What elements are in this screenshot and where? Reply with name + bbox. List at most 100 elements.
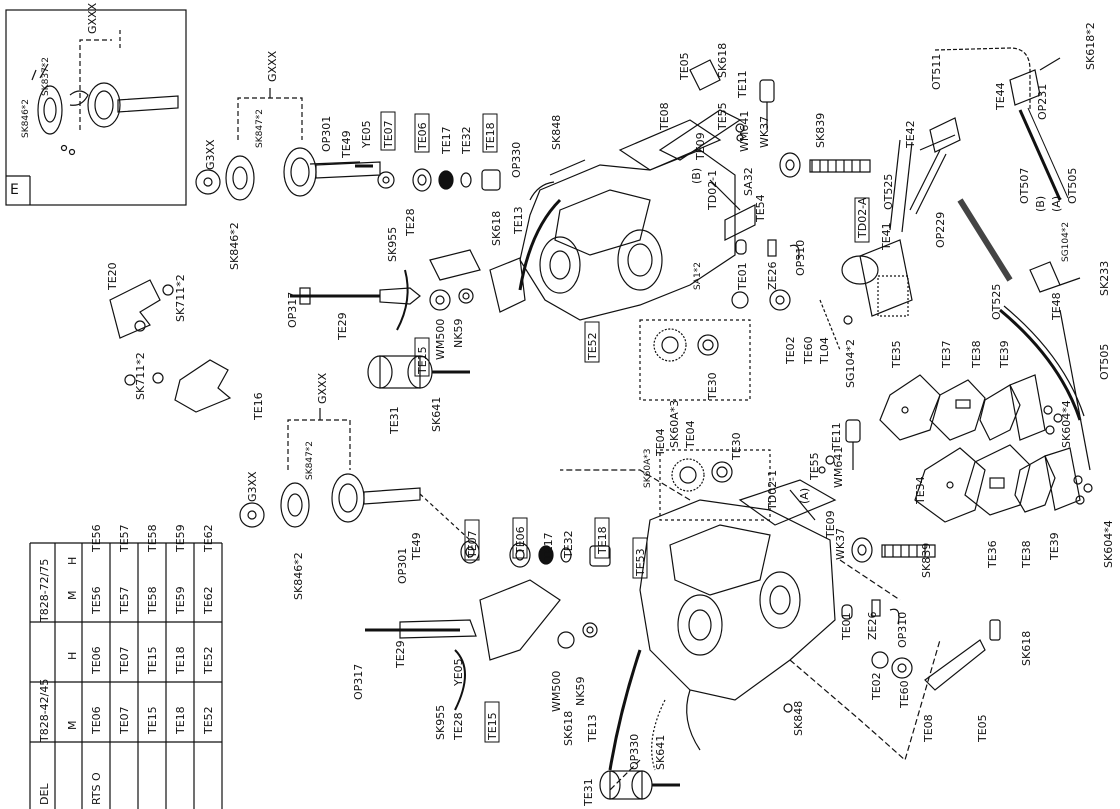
label-te05-lower: TE05 [976,714,989,743]
table-header-1: T828-42/45 [38,679,51,743]
lower-right-parts [783,419,1001,713]
label-sa11: SA1*2 [693,262,703,290]
label-tl04: TL04 [818,337,831,365]
table-cell: TE59 [174,524,187,553]
te29-lower [365,579,642,771]
label-te31-upper: TE31 [388,406,401,435]
table-cell: TE18 [174,646,187,675]
label-te06-upper: TE06 [416,122,429,151]
label-te08-lower: TE08 [922,714,935,743]
label-sk604-b: SK604*4 [1102,520,1115,568]
right-cables [934,47,1091,471]
label-op301-lower: OP301 [396,548,409,584]
label-te07-lower: TE07 [466,530,479,559]
table-header-2: T828-72/75 [38,559,51,623]
label-te31-lower: TE31 [582,778,595,807]
label-sk847-lower: SK847*2 [305,441,315,480]
label-te01-upper: TE01 [736,262,749,291]
label-op310-upper: OP310 [794,240,807,276]
label-wk37-upper: WK37 [758,116,771,148]
table-row-label-top: DEL [38,783,51,805]
gears-upper [639,319,751,401]
lower-parts-row [419,493,611,568]
label-op317-upper: OP317 [286,292,299,328]
label-sk955-upper: SK955 [386,227,399,262]
table-cell: TE57 [118,586,131,615]
upper-right-parts [658,59,871,311]
label-sk604-a: SK604*4 [1060,400,1073,448]
inset-part-1: SK846*2 [21,99,31,138]
label-ot525-upper: OT525 [882,174,895,210]
label-gxxx-lower: GXXX [316,372,329,404]
label-te13-lower: TE13 [586,714,599,743]
label-g3xx-lower: G3XX [246,471,259,502]
plate-te20 [109,279,174,339]
label-nk59-upper: NK59 [452,319,465,348]
label-sk839-lower: SK839 [920,543,933,578]
label-te06-lower: TE06 [514,526,527,555]
label-ot511: OT511 [930,54,943,90]
table-sub-3: M [66,591,79,601]
label-te53: TE53 [634,548,647,577]
label-sk618b-lower: SK618 [1020,631,1033,666]
label-te30-upper: TE30 [706,372,719,401]
label-sk60a-upper: SK60A*3 [668,400,681,448]
label-td021-upper: TD02-1 [706,170,719,211]
label-sk955-lower: SK955 [434,705,447,740]
label-te05-upper: TE05 [678,52,691,81]
label-sk839-upper: SK839 [814,113,827,148]
table-row-label-bottom: RTS O [90,772,103,805]
label-a-lower: (A) [798,488,811,504]
label-g3xx-upper: G3XX [204,139,217,170]
label-te11-lower: TE11 [830,422,843,451]
label-te38-b: TE38 [1020,540,1033,569]
label-te38: TE38 [970,340,983,369]
label-te20: TE20 [106,262,119,291]
label-te34: TE34 [914,476,927,505]
label-te32-upper: TE32 [460,126,473,155]
label-te32-lower: TE32 [562,530,575,559]
td02a-assembly [819,139,913,351]
label-sg104-right: SG104*2 [1061,222,1071,262]
inset-part-2: SK837*2 [41,57,51,96]
table-cell: TE07 [118,706,131,735]
label-te17-lower: TE17 [542,532,555,561]
table-cell: TE58 [146,524,159,553]
label-b-upper: (B) [690,168,703,184]
housing-te53 [639,479,837,771]
label-sk233: SK233 [1098,261,1111,296]
label-te54: TE54 [754,194,767,223]
label-sk60a-lower: SK60A*3 [643,449,653,488]
label-wm500-lower: WM500 [550,671,563,712]
table-sub-1: M [66,721,79,731]
label-sk618b-upper: SK618 [716,43,729,78]
label-te15-upper: TE15 [416,346,429,375]
label-sk847-upper: SK847*2 [255,109,265,148]
label-te37: TE37 [940,340,953,369]
label-op317-lower: OP317 [352,664,365,700]
label-te48: TE48 [1050,292,1063,321]
label-sk641-lower: SK641 [654,735,667,770]
label-sk848-lower: SK848 [792,701,805,736]
label-te09-lower: TE09 [824,510,837,539]
label-sk618-lower: SK618 [562,711,575,746]
label-te28-lower: TE28 [452,712,465,741]
label-wm641-lower: WM641 [832,447,845,488]
hook-assembly-lower [239,408,421,528]
te42-assembly [909,117,961,215]
table-cell: TE52 [202,646,215,675]
label-te28-upper: TE28 [404,208,417,237]
label-td021-lower: TD02-1 [766,470,779,511]
label-ze26-lower: ZE26 [866,612,879,640]
label-te13-upper: TE13 [512,206,525,235]
label-te04-lower: TE04 [654,428,667,457]
table-cell: TE59 [174,586,187,615]
label-te18-upper: TE18 [484,122,497,151]
label-te09-upper: TE09 [694,132,707,161]
label-te36: TE36 [986,540,999,569]
table-cell: TE15 [146,646,159,675]
table-cell: TE62 [202,524,215,553]
label-ot505-right: OT505 [1098,344,1111,380]
label-te02-upper: TE02 [784,336,797,365]
label-sg104-upper: SG104*2 [844,339,857,388]
